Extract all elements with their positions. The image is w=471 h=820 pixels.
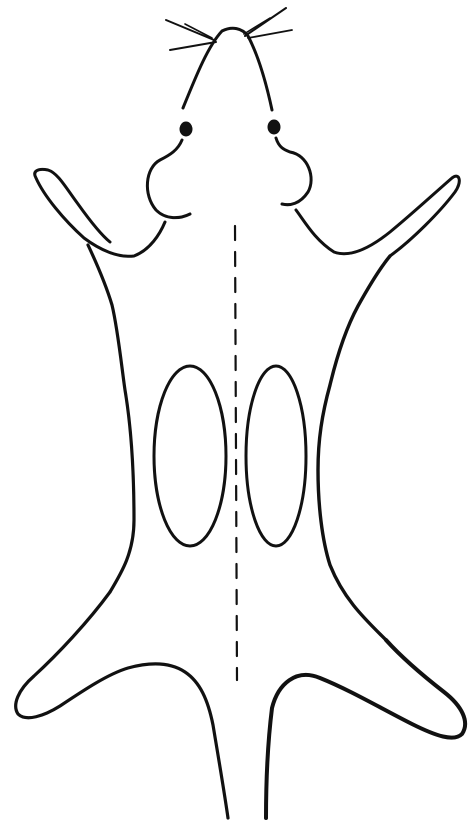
eye-left [180, 122, 193, 137]
whisker-right-2 [248, 30, 292, 38]
hindlimb-right [266, 640, 465, 818]
forelimb-right [296, 176, 459, 256]
kidney-region-right [246, 366, 306, 546]
whisker-left-1 [166, 20, 214, 40]
ear-right [276, 138, 311, 205]
hindlimb-left [16, 592, 228, 818]
forelimb-left [35, 169, 165, 256]
eye-right [268, 120, 281, 135]
whisker-left-3 [185, 24, 212, 38]
torso-right-flank [318, 256, 390, 640]
kidney-region-left [154, 366, 226, 546]
whisker-right-3 [244, 18, 270, 34]
torso-left-flank [88, 245, 134, 592]
head-outline [183, 28, 272, 110]
midline-dashed [235, 226, 237, 680]
eyes [180, 120, 281, 137]
ear-left [147, 140, 190, 218]
